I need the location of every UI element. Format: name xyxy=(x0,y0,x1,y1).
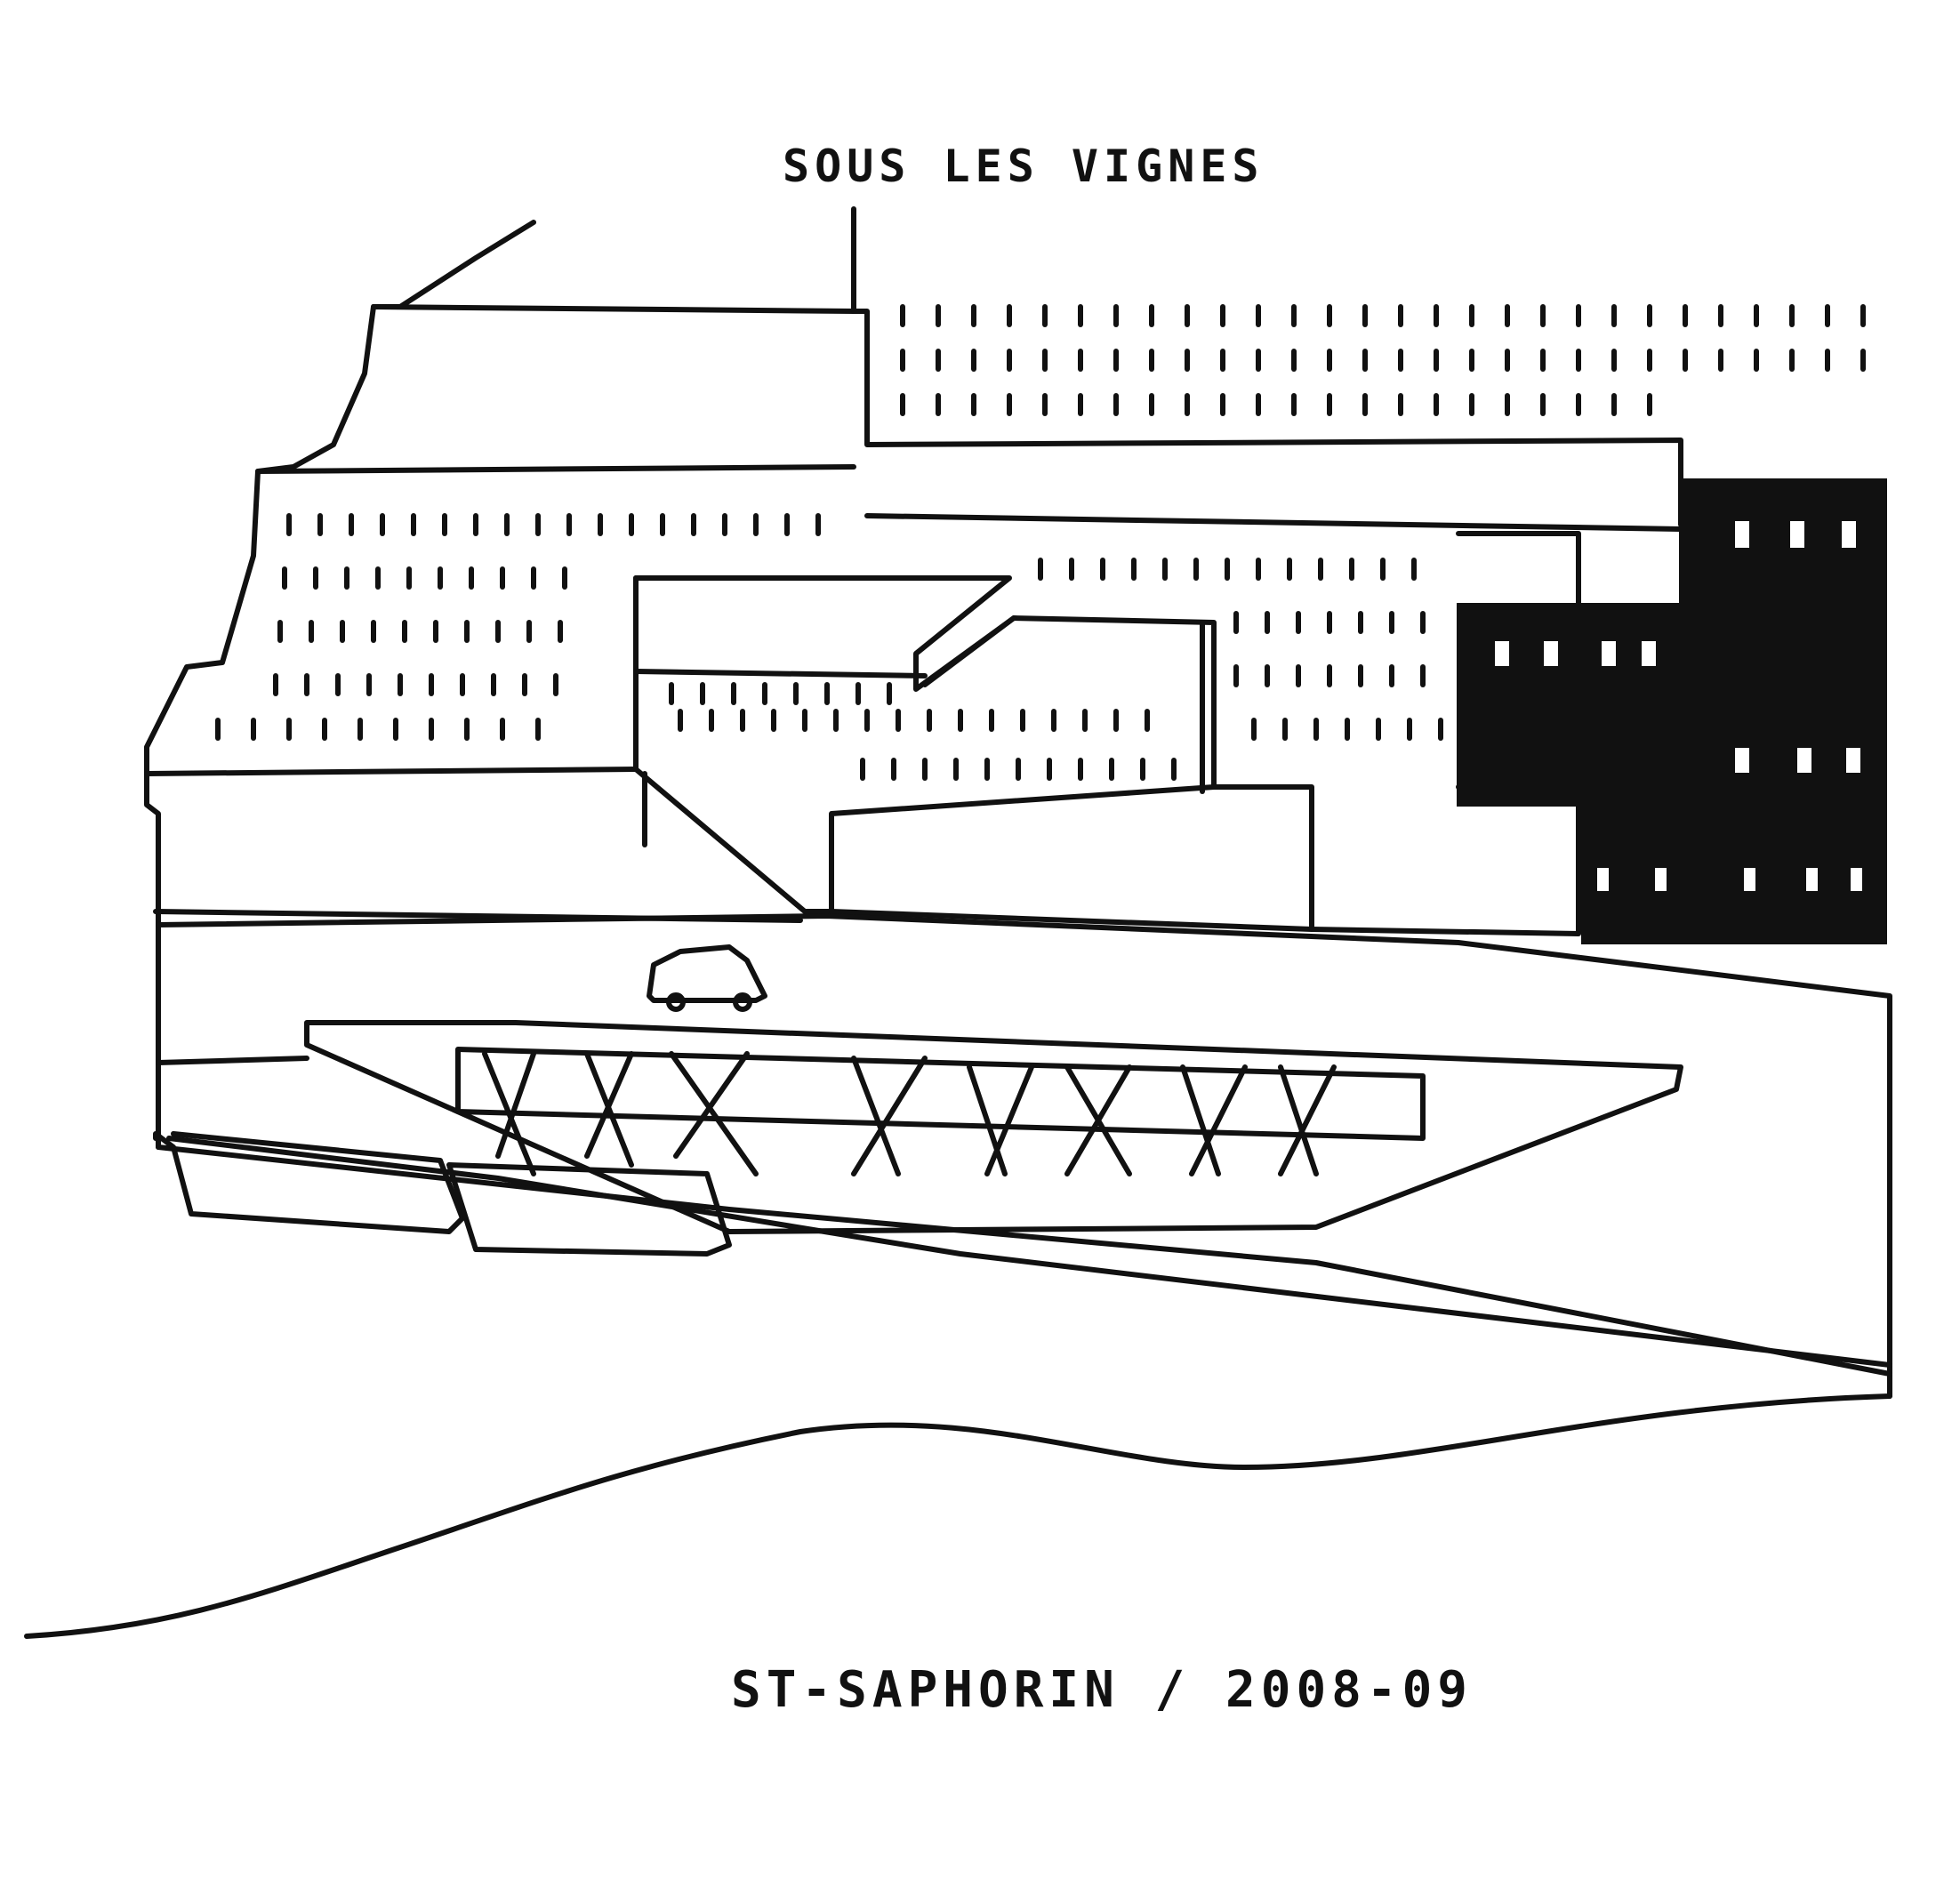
road-line xyxy=(156,1056,309,1065)
train xyxy=(153,1131,732,1257)
central-box-stair xyxy=(922,615,1016,687)
viaduct xyxy=(304,1020,1683,1234)
vine-row xyxy=(900,393,1652,416)
building-window xyxy=(1733,519,1751,550)
vine-row xyxy=(900,304,1866,327)
lower-block xyxy=(829,784,1314,932)
lakeshore-line xyxy=(24,1393,1892,1639)
terrace-line xyxy=(255,464,856,474)
building-window xyxy=(1795,746,1813,775)
central-box xyxy=(633,575,1217,790)
vine-row xyxy=(900,349,1866,372)
vine-row xyxy=(277,611,1426,643)
building-window xyxy=(1640,639,1658,668)
building-window xyxy=(1600,639,1618,668)
central-box xyxy=(633,575,834,914)
building-window xyxy=(1653,866,1668,893)
central-box xyxy=(633,669,928,678)
road-line xyxy=(156,913,1892,1399)
building-window xyxy=(1493,639,1511,668)
vine-row xyxy=(282,558,1417,590)
building-window xyxy=(1742,866,1757,893)
road-line xyxy=(156,1144,1892,1377)
vine-row xyxy=(215,709,1443,741)
building-window xyxy=(1804,866,1819,893)
building-window xyxy=(1733,746,1751,775)
vine-row xyxy=(860,758,1177,781)
terrace-line xyxy=(371,304,856,314)
building-window xyxy=(1542,639,1560,668)
building-window xyxy=(1788,519,1806,550)
lower-block xyxy=(1309,784,1581,936)
building-window xyxy=(1595,866,1611,893)
terrace-line xyxy=(864,513,1683,532)
road-line xyxy=(166,1136,1892,1368)
dark-building xyxy=(1457,478,1887,944)
building-window xyxy=(1849,866,1864,893)
building-window xyxy=(1844,746,1862,775)
drawing-title: SOUS LES VIGNES xyxy=(783,141,1265,192)
terrace-line xyxy=(144,767,639,776)
building-window xyxy=(1840,519,1858,550)
car xyxy=(647,944,767,1012)
drawing-caption: ST-SAPHORIN / 2008-09 xyxy=(731,1661,1474,1719)
viaduct-truss xyxy=(482,1051,1337,1176)
vine-row xyxy=(286,513,821,536)
vine-row xyxy=(273,664,1426,705)
title-pointer-line xyxy=(851,206,1683,527)
viaduct-truss xyxy=(455,1047,1426,1141)
